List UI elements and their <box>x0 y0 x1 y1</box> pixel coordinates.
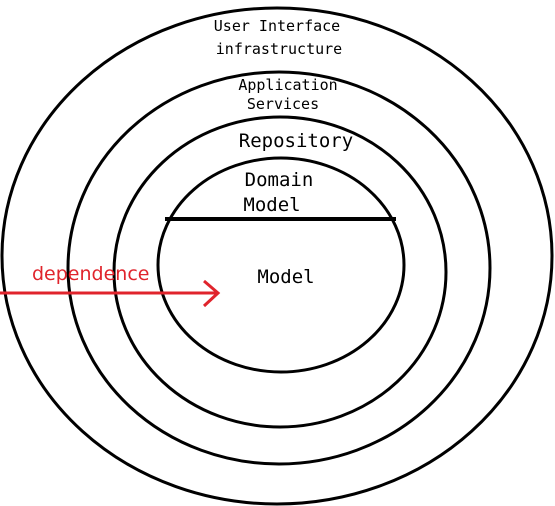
dependence-arrow-head <box>202 279 221 308</box>
label-domain-model: Model <box>243 194 300 216</box>
ring-domain-model <box>156 156 406 374</box>
label-infrastructure: infrastructure <box>216 40 342 58</box>
label-core-model: Model <box>257 266 314 288</box>
label-application: Application <box>238 76 337 94</box>
label-services: Services <box>247 95 319 113</box>
label-user-interface: User Interface <box>214 17 340 35</box>
label-repository: Repository <box>239 130 353 152</box>
dependence-label: dependence <box>32 263 149 285</box>
ring-application-services <box>66 70 492 466</box>
ring-repository <box>112 115 448 429</box>
label-domain: Domain <box>245 169 314 191</box>
ring-user-interface-infrastructure <box>0 6 554 506</box>
